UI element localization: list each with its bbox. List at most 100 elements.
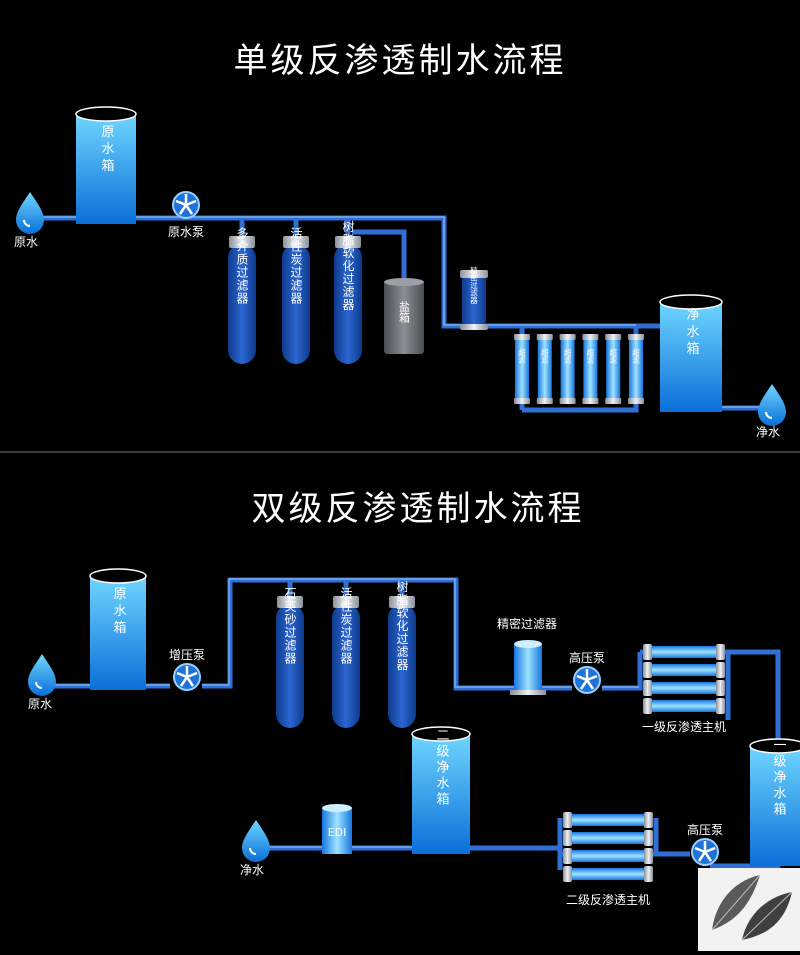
section1-filter-2: 活性炭过滤器: [282, 227, 310, 364]
raw-water-tank-2: [89, 568, 147, 690]
salt-tank-label: 盐箱: [398, 301, 411, 324]
ro1-tube: [646, 646, 722, 658]
precision-filter-1: [460, 270, 488, 330]
ro2-tank-label: 二级净水箱: [434, 728, 450, 808]
uf-cap-top: [628, 334, 644, 340]
ro2-end-right: [644, 830, 653, 846]
ro2-end-right: [644, 812, 653, 828]
ro1-end-left: [643, 698, 652, 714]
section1-filter-body: [228, 244, 256, 364]
uf-cap-bottom: [514, 398, 530, 404]
ro2-membranes: [563, 812, 653, 882]
ro2-membrane: [563, 848, 653, 864]
ro1-end-left: [643, 680, 652, 696]
uf-label: 超滤: [608, 348, 617, 365]
section1-filter-3: 树脂软化过滤器: [334, 219, 362, 364]
section2-filter-cap: [277, 596, 303, 608]
uf-body: [606, 338, 621, 402]
section2-pipes: [44, 577, 781, 870]
clean-water-drop-icon: [758, 384, 786, 426]
uf-body: [537, 338, 552, 402]
uf-cap-bottom: [559, 398, 576, 404]
raw-water-pump-icon: [172, 191, 200, 219]
section2-title: 双级反渗透制水流程: [252, 489, 585, 529]
uf-module: 超滤: [536, 334, 553, 404]
hp-pump-2-icon: [691, 838, 719, 866]
section2-filter-label: 活性炭过滤器: [339, 587, 353, 665]
ultrafiltration-modules: 超滤超滤超滤超滤超滤超滤: [514, 334, 644, 404]
raw-water-label: 原水: [14, 235, 38, 249]
hp-pump-1-icon: [573, 666, 601, 694]
section1-filter-cap: [229, 236, 255, 248]
section2-filter-label: 树脂软化过滤器: [395, 579, 409, 671]
uf-label: 超滤: [517, 348, 526, 365]
raw-water-drop-2-icon: [28, 654, 56, 696]
ro1-membrane: [643, 680, 725, 696]
section2-filter-2: 活性炭过滤器: [332, 587, 360, 728]
uf-label: 超滤: [540, 348, 549, 365]
uf-cap-top: [559, 334, 576, 340]
uf-cap-top: [536, 334, 553, 340]
section1-filters: 多介质过滤器 活性炭过滤器 树脂软化过滤器: [228, 219, 362, 364]
precision-filter-1-label: 精密过滤器: [469, 265, 478, 305]
raw-tank-2-label: 原水箱: [111, 587, 127, 638]
uf-body: [560, 338, 575, 402]
clean-water-label: 净水: [756, 425, 780, 439]
uf-module: 超滤: [559, 334, 576, 404]
leaf-watermark-icon: [698, 868, 800, 951]
ro2-end-right: [644, 848, 653, 864]
raw-pump-label: 原水泵: [168, 225, 204, 239]
section1-filter-label: 活性炭过滤器: [289, 227, 303, 305]
section2: 双级反渗透制水流程 原水 原水箱: [28, 489, 800, 907]
ro1-end-left: [643, 644, 652, 660]
booster-pump-icon: [173, 663, 201, 691]
uf-body: [629, 338, 643, 402]
ro2-end-left: [563, 866, 572, 882]
ro1-end-left: [643, 662, 652, 678]
uf-label: 超滤: [586, 348, 595, 365]
ro2-tube: [566, 814, 650, 826]
salt-tank: [384, 278, 424, 354]
uf-cap-bottom: [536, 398, 553, 404]
ro1-water-tank: [749, 738, 800, 866]
uf-label: 超滤: [563, 348, 572, 365]
ro1-membrane: [643, 698, 725, 714]
ro1-tube: [646, 700, 722, 712]
ro1-tube: [646, 682, 722, 694]
raw-water-2-label: 原水: [28, 697, 52, 711]
precision-filter-2: [510, 640, 546, 695]
uf-cap-bottom: [628, 398, 644, 404]
clean-water-2-label: 净水: [240, 863, 264, 877]
ro2-end-left: [563, 812, 572, 828]
clean-water-drop-2-icon: [242, 820, 270, 862]
ro2-tube: [566, 868, 650, 880]
precision-filter-2-label: 精密过滤器: [497, 616, 557, 631]
uf-body: [583, 338, 598, 402]
section1-title: 单级反渗透制水流程: [234, 41, 567, 81]
ro1-membrane: [643, 662, 725, 678]
ro2-end-left: [563, 830, 572, 846]
section1-filter-label: 多介质过滤器: [235, 227, 249, 305]
ro1-tube: [646, 664, 722, 676]
ro1-end-right: [716, 680, 725, 696]
section1-filter-body: [282, 244, 310, 364]
section2-filter-cap: [389, 596, 415, 608]
uf-cap-top: [582, 334, 599, 340]
section1: 单级反渗透制水流程 原水 原水箱: [14, 41, 786, 439]
ro2-membrane: [563, 830, 653, 846]
hp-pump-1-label: 高压泵: [569, 650, 605, 665]
ro1-tank-label: 一级净水箱: [771, 738, 787, 818]
section2-filter-cap: [333, 596, 359, 608]
booster-pump-label: 增压泵: [169, 648, 205, 662]
uf-module: 超滤: [605, 334, 622, 404]
section2-filter-body: [276, 604, 304, 728]
ro2-tube: [566, 850, 650, 862]
section2-filter-body: [388, 604, 416, 728]
ro2-membrane: [563, 866, 653, 882]
section2-filter-3: 树脂软化过滤器: [388, 579, 416, 728]
ro1-membranes: [643, 644, 725, 714]
section2-filter-1: 石英砂过滤器: [276, 587, 304, 728]
edi-label: EDI: [328, 826, 347, 839]
